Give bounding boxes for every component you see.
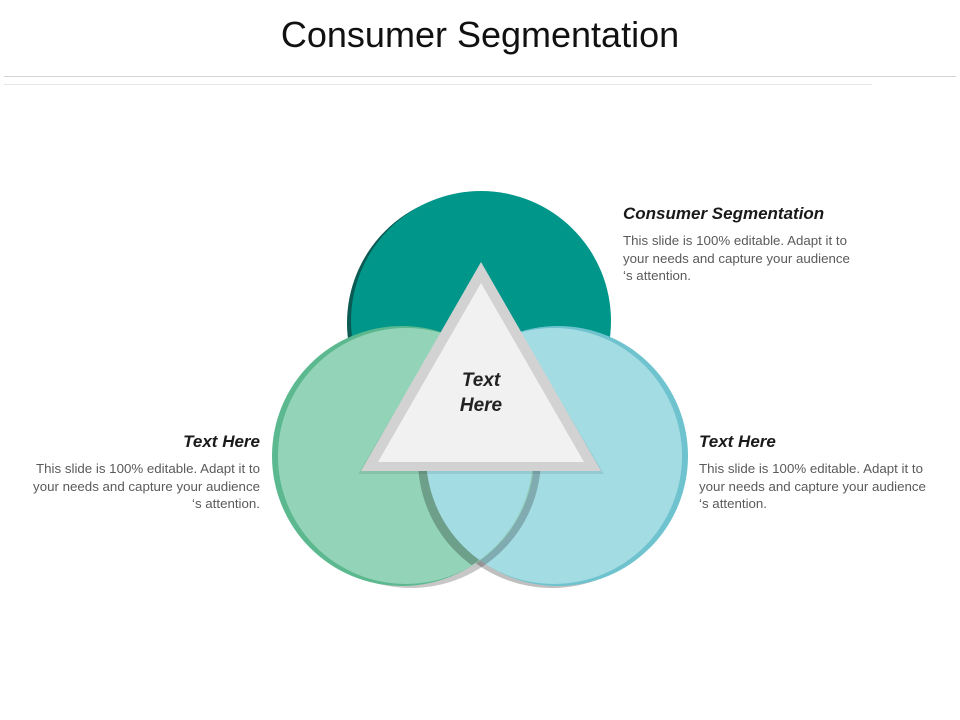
center-label-line-2: Here: [460, 395, 503, 416]
triangle: [378, 283, 584, 462]
center-label-line-1: Text: [462, 370, 501, 391]
slide-title: Consumer Segmentation: [280, 14, 680, 55]
callout-left: Text Here This slide is 100% editable. A…: [20, 432, 260, 513]
title-divider-secondary: [4, 84, 872, 85]
callout-top-heading: Consumer Segmentation: [623, 204, 825, 223]
callout-right-body: This slide is 100% editable. Adapt it to…: [699, 461, 926, 512]
callout-left-body: This slide is 100% editable. Adapt it to…: [33, 461, 260, 512]
title-divider: [4, 76, 956, 77]
callout-top: Consumer Segmentation This slide is 100%…: [623, 204, 863, 285]
callout-left-heading: Text Here: [183, 432, 260, 451]
callout-right: Text Here This slide is 100% editable. A…: [699, 432, 939, 513]
callout-right-heading: Text Here: [699, 432, 776, 451]
callout-top-body: This slide is 100% editable. Adapt it to…: [623, 233, 850, 284]
